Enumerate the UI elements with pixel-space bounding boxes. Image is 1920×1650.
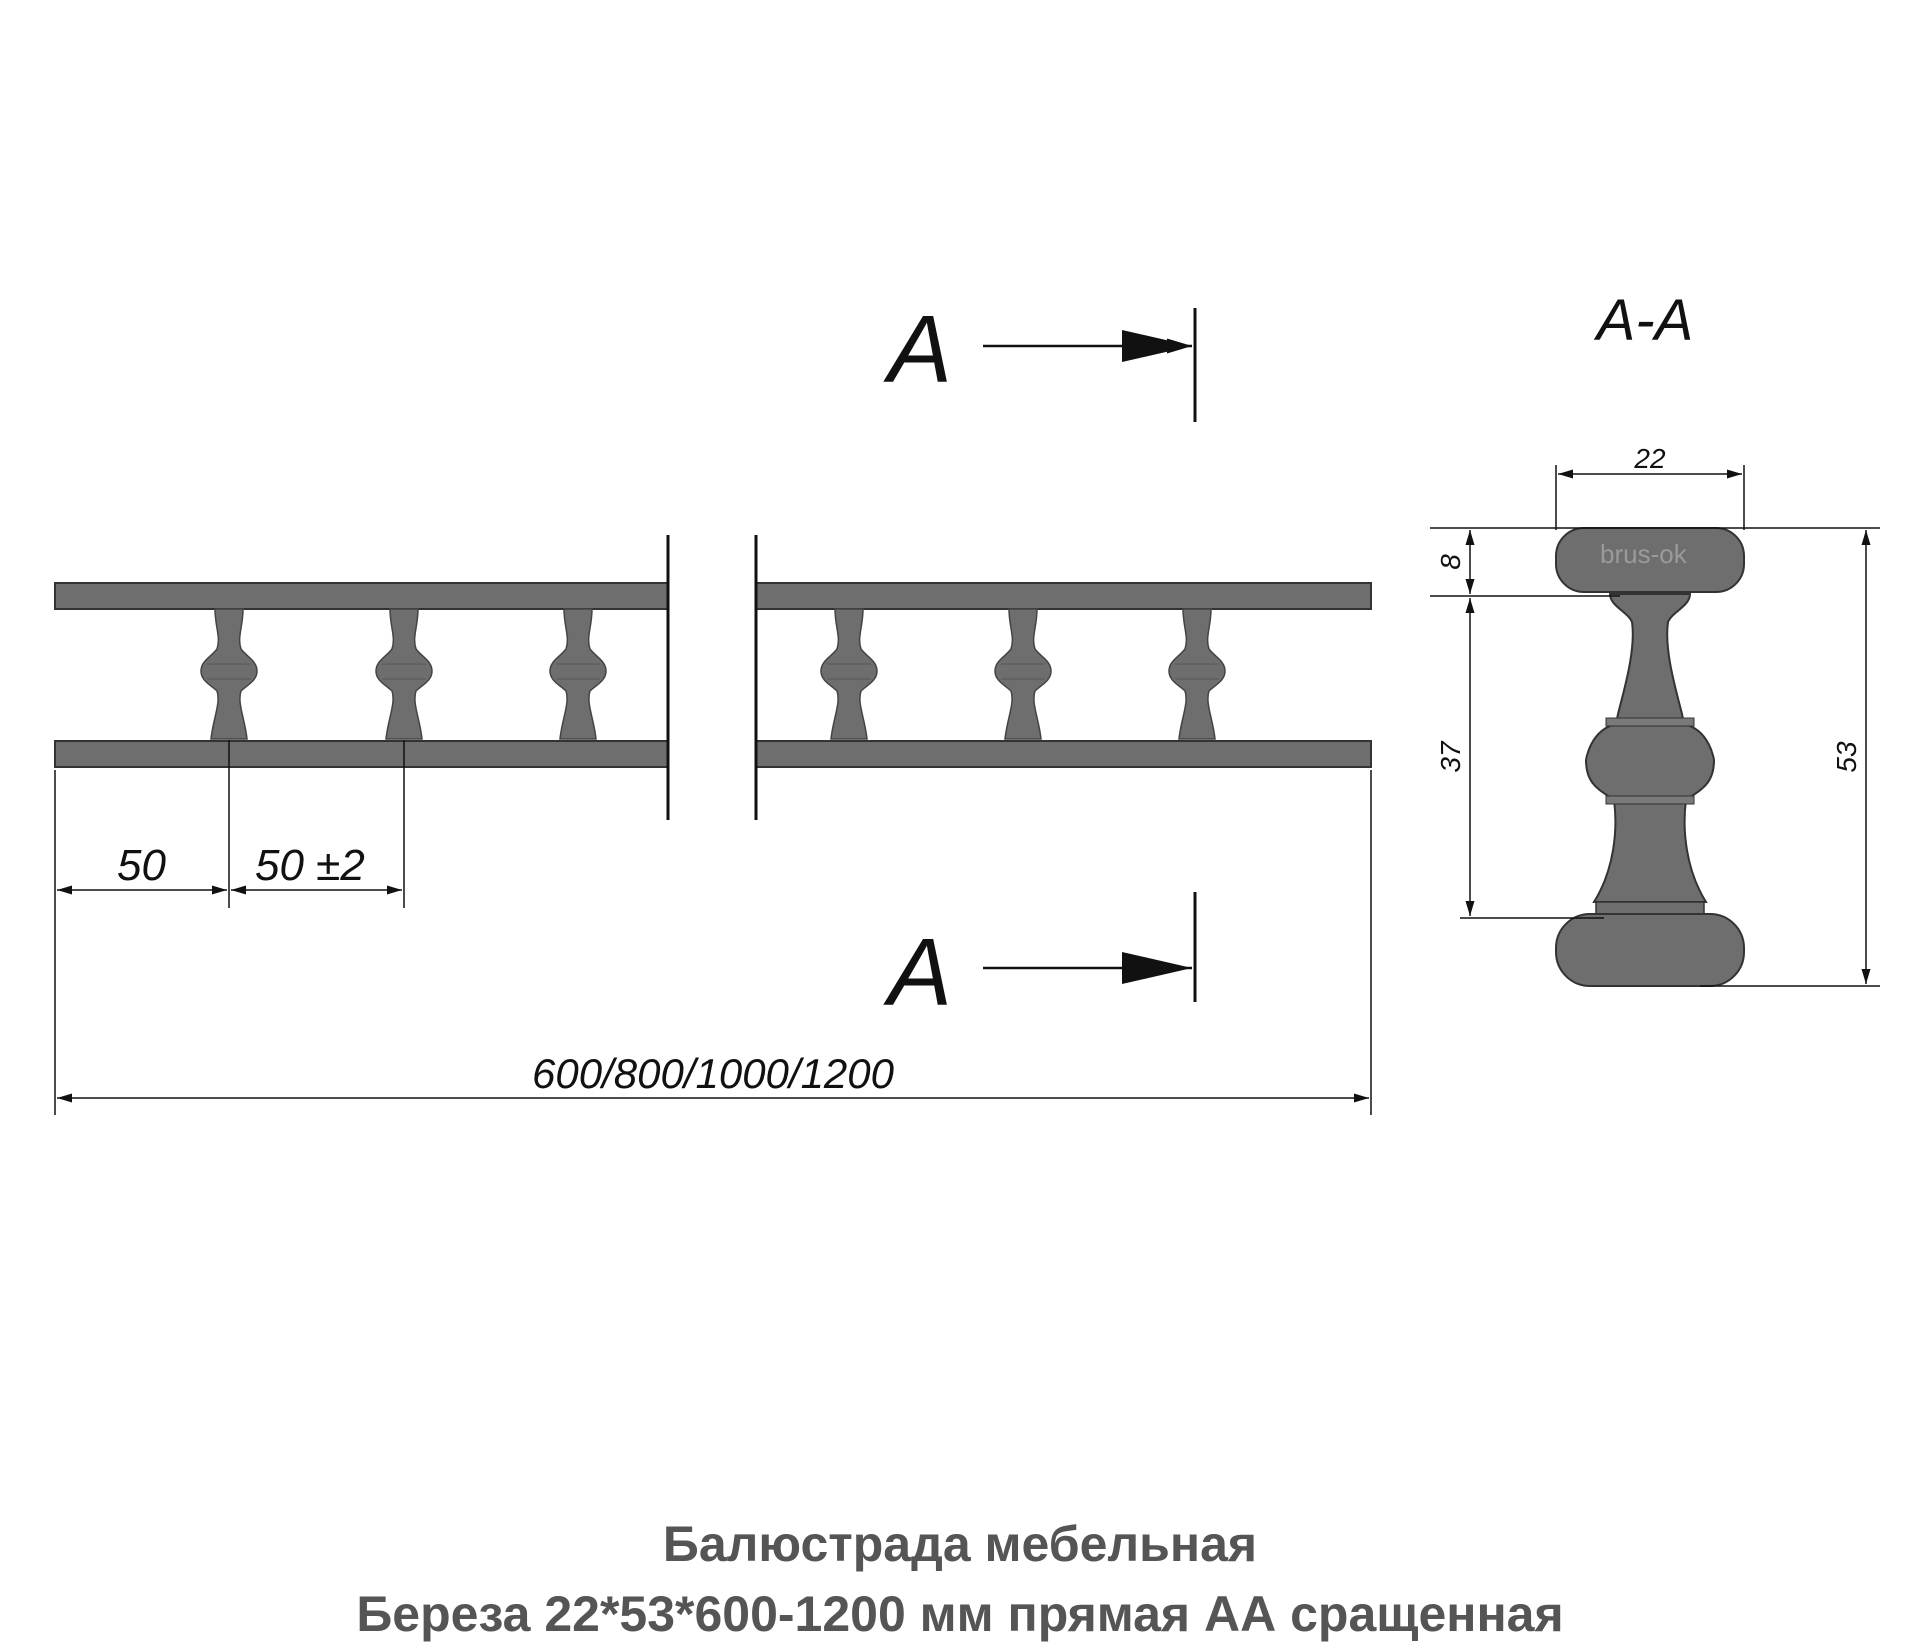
bottom-rail-right (755, 740, 1372, 768)
profile-bottom-base (1555, 913, 1745, 987)
baluster-6 (1168, 608, 1226, 740)
baluster-4 (820, 608, 878, 740)
caption-title: Балюстрада мебельная (662, 1516, 1258, 1572)
section-dimensions: 22 8 37 53 (1430, 443, 1880, 987)
section-marker-top: A (883, 296, 1197, 422)
rail-segment-right (754, 535, 1372, 820)
dimension-overall-length: 600/800/1000/1200 (57, 770, 1372, 1115)
baluster-3 (549, 608, 607, 740)
dim-section-width: 22 (1633, 443, 1666, 474)
baluster-1 (200, 608, 258, 740)
baluster-2 (375, 608, 433, 740)
dim-overall-length: 600/800/1000/1200 (532, 1050, 895, 1097)
top-rail-right (755, 582, 1372, 610)
dimension-spacing: 50 50 ±2 (54, 740, 405, 1115)
profile-body (1584, 593, 1716, 903)
section-letter-bottom: A (883, 919, 952, 1026)
baluster-5 (994, 608, 1052, 740)
dim-edge-spacing: 50 (117, 841, 166, 890)
dim-pitch-spacing: 50 ±2 (255, 841, 365, 890)
dim-total-height: 53 (1831, 741, 1862, 773)
section-marker-bottom: A (883, 892, 1197, 1026)
section-view-profile: brus-ok (1555, 527, 1745, 987)
watermark-brand: brus-ok (1600, 539, 1688, 569)
bottom-rail-left (54, 740, 669, 768)
section-title: A-A (1594, 288, 1694, 353)
top-rail-left (54, 582, 669, 610)
section-letter-top: A (883, 296, 952, 403)
rail-segment-left (54, 535, 670, 820)
dim-neck-height: 37 (1435, 740, 1466, 773)
dim-cap-height: 8 (1435, 554, 1466, 570)
caption-subtitle: Береза 22*53*600-1200 мм прямая АА сраще… (356, 1586, 1564, 1642)
